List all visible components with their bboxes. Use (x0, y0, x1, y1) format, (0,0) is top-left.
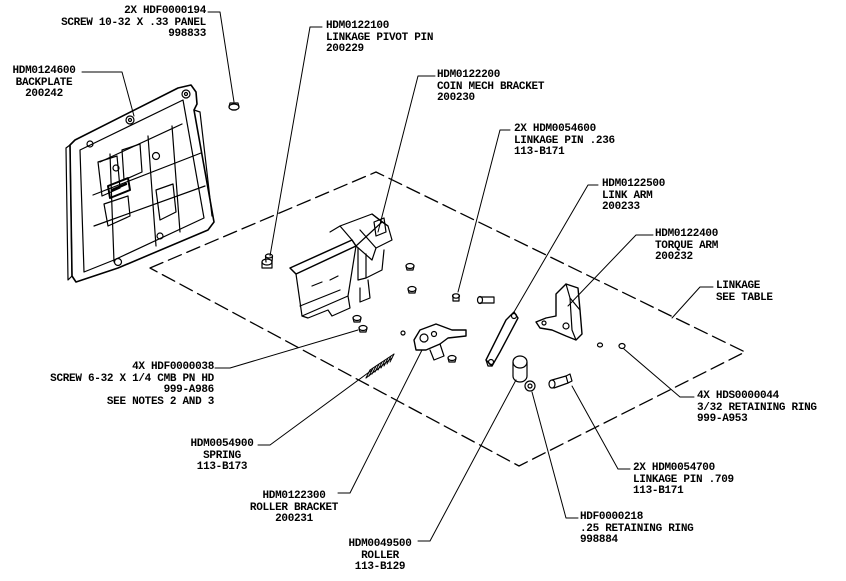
roller-part (512, 355, 528, 383)
retaining-ring-332-parts (400, 330, 626, 350)
callout-linkage-pin-236: 2X HDM0054600 LINKAGE PIN .236 113-B171 (514, 123, 615, 158)
linkage-pin-horizontal-part (476, 295, 495, 305)
backplate-part (65, 84, 215, 283)
screw-632-parts (352, 262, 457, 363)
callout-linkage-pin-709: 2X HDM0054700 LINKAGE PIN .709 113-B171 (633, 462, 734, 497)
retaining-ring-25-part (524, 380, 536, 392)
callout-spring: HDM0054900 SPRING 113-B173 (190, 438, 254, 473)
leader-lines (81, 11, 714, 542)
assembly-plane-outline (149, 171, 746, 467)
spring-part (365, 353, 395, 379)
torque-arm-part (535, 283, 583, 341)
callout-backplate: HDM0124600 BACKPLATE 200242 (12, 65, 76, 100)
callout-torque-arm: HDM0122400 TORQUE ARM 200232 (655, 228, 719, 263)
coin-mech-bracket-part (289, 213, 393, 319)
callout-screw-632: 4X HDF0000038 SCREW 6-32 X 1/4 CMB PN HD… (50, 361, 214, 408)
linkage-pivot-pin-part (261, 253, 274, 269)
linkage-pin-236-part (451, 293, 461, 302)
callout-roller-bracket: HDM0122300 ROLLER BRACKET 200231 (249, 490, 339, 525)
roller-bracket-part (413, 323, 467, 361)
callout-screw-panel: 2X HDF0000194 SCREW 10-32 X .33 PANEL 99… (61, 5, 206, 40)
callout-retaining-ring-332: 4X HDS0000044 3/32 RETAINING RING 999-A9… (697, 390, 817, 425)
callout-retaining-ring-25: HDF0000218 .25 RETAINING RING 998884 (580, 511, 694, 546)
callout-roller: HDM0049500 ROLLER 113-B129 (348, 538, 412, 573)
link-arm-part (485, 311, 519, 367)
panel-screw-part (228, 102, 240, 111)
callout-linkage-table: LINKAGE SEE TABLE (716, 280, 773, 304)
callout-linkage-pivot-pin: HDM0122100 LINKAGE PIVOT PIN 200229 (326, 20, 434, 55)
linkage-pin-709-part (548, 373, 573, 389)
callout-link-arm: HDM0122500 LINK ARM 200233 (602, 178, 666, 213)
callout-coin-mech-bracket: HDM0122200 COIN MECH BRACKET 200230 (437, 69, 545, 104)
